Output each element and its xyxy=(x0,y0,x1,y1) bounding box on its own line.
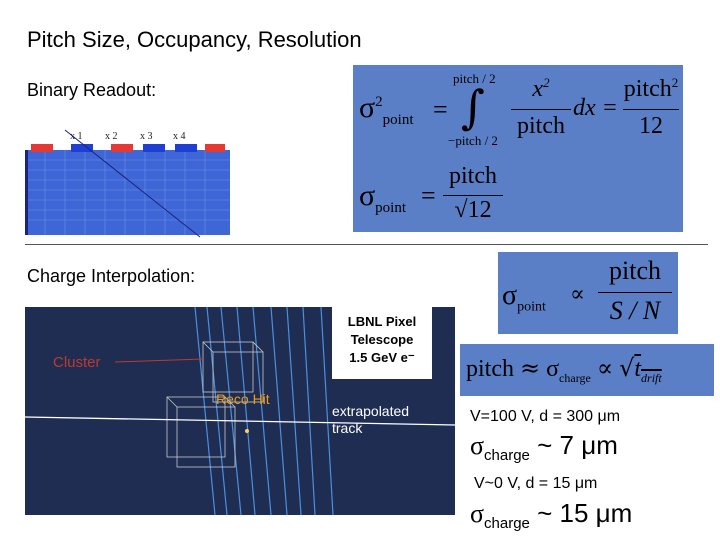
strip-blue-3 xyxy=(175,144,197,152)
reco-hit-point xyxy=(245,429,249,433)
sn-sigma: σpoint xyxy=(502,280,546,315)
strip-red-3 xyxy=(205,144,225,152)
strip-label-x4: x 4 xyxy=(173,131,186,142)
sn-formula-box: σpoint ∝ pitch S / N xyxy=(498,252,678,334)
strip-label-x2: x 2 xyxy=(105,131,118,142)
strip-red-1 xyxy=(31,144,53,152)
fraction-bar-1 xyxy=(511,109,571,110)
sigma-denominator: √12 xyxy=(454,197,492,223)
variance-equals: = xyxy=(433,95,448,124)
integral-upper-limit: pitch / 2 xyxy=(453,71,496,86)
binary-readout-heading: Binary Readout: xyxy=(27,80,157,100)
condition-1: V=100 V, d = 300 μm xyxy=(470,408,621,425)
fraction-denominator-pitch: pitch xyxy=(517,113,565,139)
sn-numerator: pitch xyxy=(609,256,661,285)
strip-blue-1 xyxy=(71,144,93,152)
lbnl-line-2: Telescope xyxy=(350,332,414,347)
extrapolated-track-label: extrapolated track xyxy=(332,403,410,436)
cluster-label: Cluster xyxy=(53,354,101,371)
charge-interpolation-heading: Charge Interpolation: xyxy=(27,266,196,286)
telescope-event-display: Cluster Reco Hit LBNL Pixel Telescope 1.… xyxy=(24,306,456,516)
telescope-svg xyxy=(24,306,456,516)
fraction-bar-4 xyxy=(598,292,672,293)
binary-readout-svg: x 1 x 2 x 3 x 4 xyxy=(25,129,230,238)
fraction-numerator-x2: x2 xyxy=(532,75,550,102)
reco-hit-label: Reco Hit xyxy=(216,391,270,407)
strip-red-2 xyxy=(111,144,133,152)
variance-formula-box: σ2point = pitch / 2 ∫ −pitch / 2 x2 pitc… xyxy=(353,65,683,232)
slide-title: Pitch Size, Occupancy, Resolution xyxy=(27,27,362,52)
binary-readout-diagram: x 1 x 2 x 3 x 4 xyxy=(25,125,230,240)
extrapolated-track-line xyxy=(24,416,456,426)
integral-sign: ∫ xyxy=(461,80,485,134)
dx-term: dx = xyxy=(573,95,618,121)
result-2: σcharge ~ 15 μm xyxy=(470,498,633,533)
integral-lower-limit: −pitch / 2 xyxy=(448,133,498,148)
sigma-point: σpoint xyxy=(359,179,407,216)
cluster-boxes xyxy=(166,341,264,468)
condition-2: V~0 V, d = 15 μm xyxy=(474,475,598,492)
sensor-bulk xyxy=(25,150,230,235)
result-numerator: pitch2 xyxy=(623,75,679,102)
lbnl-line-3: 1.5 GeV e⁻ xyxy=(349,350,415,365)
variance-sigma: σ2point xyxy=(359,91,414,128)
lbnl-line-1: LBNL Pixel xyxy=(347,314,417,329)
sn-denominator: S / N xyxy=(609,296,661,325)
drift-formula: pitch ≈ σcharge ∝ √tdrift xyxy=(466,354,662,385)
strip-label-x3: x 3 xyxy=(140,131,153,142)
result-denominator: 12 xyxy=(639,113,663,139)
sigma-equals: = xyxy=(421,181,436,210)
fraction-bar-2 xyxy=(623,109,679,110)
strip-label-x1: x 1 xyxy=(70,131,83,142)
lbnl-label-box: LBNL Pixel Telescope 1.5 GeV e⁻ xyxy=(332,307,432,379)
section-divider xyxy=(25,244,708,245)
strip-blue-2 xyxy=(143,144,165,152)
cluster-pointer xyxy=(114,358,204,363)
sn-proportional: ∝ xyxy=(570,282,585,307)
telescope-planes xyxy=(194,306,334,516)
result-1: σcharge ~ 7 μm xyxy=(470,430,618,465)
sigma-numerator: pitch xyxy=(449,163,497,189)
drift-formula-box: pitch ≈ σcharge ∝ √tdrift xyxy=(460,344,714,396)
fraction-bar-3 xyxy=(443,195,503,196)
track-line xyxy=(64,129,201,238)
sensor-edge xyxy=(25,150,28,235)
sensor-grid xyxy=(25,150,230,235)
